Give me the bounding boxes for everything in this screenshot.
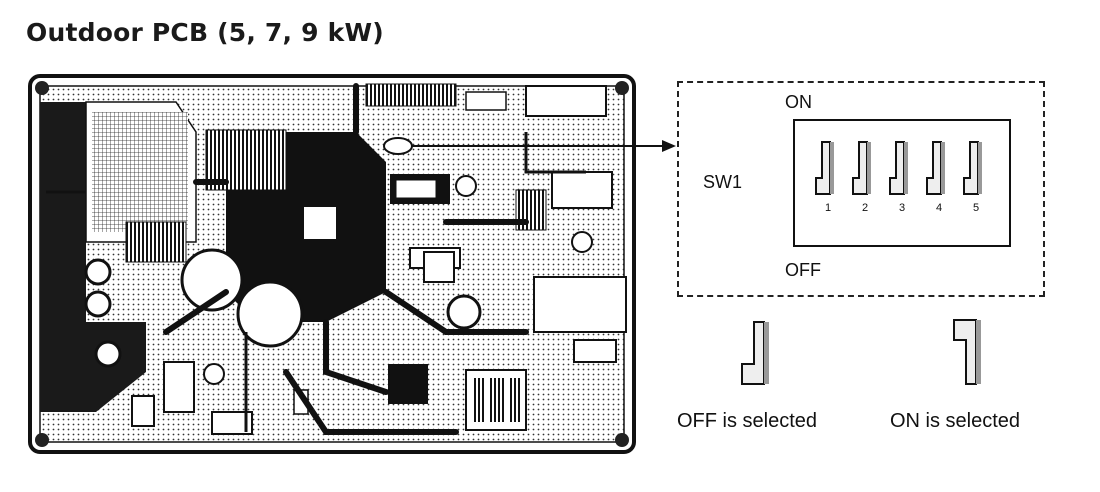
sw1-label: SW1 [703, 172, 743, 192]
switch-number-5: 5 [972, 202, 980, 214]
off-label: OFF [785, 260, 821, 280]
diagram-title: Outdoor PCB (5, 7, 9 kW) [26, 18, 384, 47]
dip-switch-box [793, 119, 1011, 247]
off-selected-lever [741, 321, 769, 385]
switch-number-4: 4 [935, 202, 943, 214]
switch-number-1: 1 [824, 202, 832, 214]
outdoor-pcb-illustration [28, 74, 636, 454]
on-selected-label: ON is selected [890, 410, 1021, 432]
switch-detail-panel [677, 81, 1045, 297]
switch-number-2: 2 [861, 202, 869, 214]
off-selected-label: OFF is selected [677, 410, 818, 432]
switch-number-3: 3 [898, 202, 906, 214]
on-label: ON [785, 92, 812, 112]
on-selected-lever [953, 319, 981, 385]
